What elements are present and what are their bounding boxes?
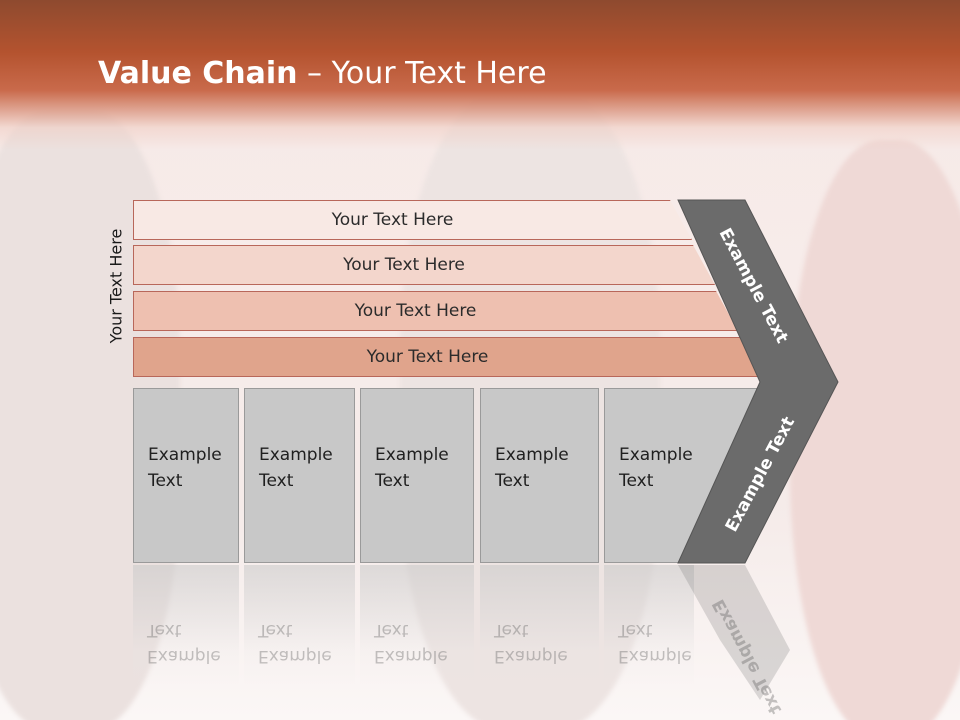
title-rest: – Your Text Here bbox=[297, 56, 547, 91]
example-box-4: Example Text bbox=[480, 388, 599, 563]
example-box-label: Example Text bbox=[375, 445, 449, 491]
row-label: Your Text Here bbox=[343, 255, 465, 275]
background-photo-nurse-right bbox=[790, 140, 960, 720]
header-band bbox=[0, 0, 960, 150]
example-box-label: Example Text bbox=[259, 445, 333, 491]
slide-title: Value Chain – Your Text Here bbox=[98, 56, 547, 91]
example-box-3: Example Text bbox=[360, 388, 474, 563]
box-reflection-3: Example Text bbox=[360, 565, 474, 690]
example-box-1: Example Text bbox=[133, 388, 239, 563]
example-box-label: Example Text bbox=[495, 445, 569, 491]
chevron-shape bbox=[677, 199, 839, 564]
row-label: Your Text Here bbox=[354, 301, 477, 321]
value-chain-row-2: Your Text Here bbox=[133, 245, 715, 285]
value-chain-row-3: Your Text Here bbox=[133, 291, 738, 331]
value-chain-row-1: Your Text Here bbox=[133, 200, 692, 240]
box-reflection-5: Example Text bbox=[604, 565, 694, 690]
example-box-label: Example Text bbox=[148, 445, 222, 491]
example-box-label: Example Text bbox=[619, 445, 693, 491]
box-reflection-4: Example Text bbox=[480, 565, 599, 690]
example-box-2: Example Text bbox=[244, 388, 355, 563]
box-reflection-1: Example Text bbox=[133, 565, 239, 690]
box-reflection-2: Example Text bbox=[244, 565, 355, 690]
chevron-reflection bbox=[678, 565, 790, 700]
row-label: Your Text Here bbox=[366, 347, 489, 367]
title-bold: Value Chain bbox=[98, 56, 298, 91]
value-chain-row-4: Your Text Here bbox=[133, 337, 762, 377]
row-label: Your Text Here bbox=[331, 210, 454, 230]
